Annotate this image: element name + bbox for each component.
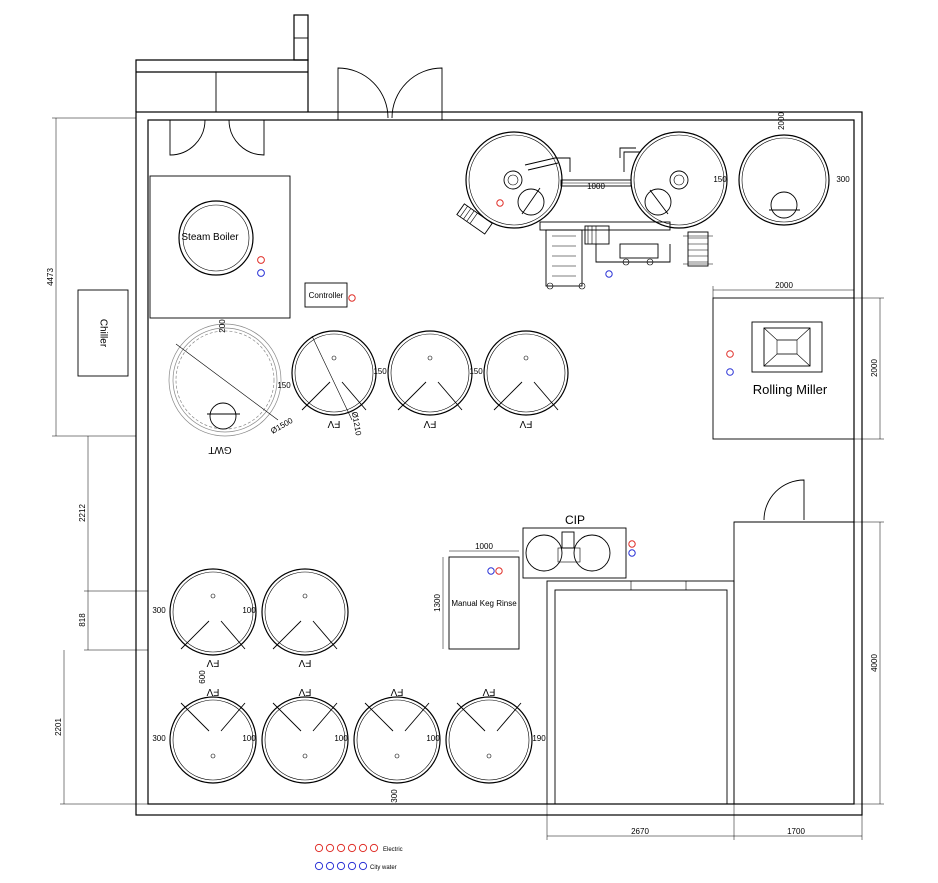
dimension-lines: 4473 2212 818 2201 2000 4000 2000 2670 1… bbox=[46, 117, 884, 840]
keg-width-dim: 1000 bbox=[475, 542, 493, 551]
fv-label: FV bbox=[482, 686, 495, 697]
kettle-top-dim: 2000 bbox=[777, 112, 786, 130]
gwt-tank: 200 Ø1500 GWT bbox=[168, 319, 295, 455]
right-lower-dim: 4000 bbox=[870, 654, 879, 672]
bottom-right-dim: 1700 bbox=[787, 827, 805, 836]
miller-width-dim: 2000 bbox=[775, 281, 793, 290]
electric-dot bbox=[348, 294, 356, 302]
legend-electric-label: Electric bbox=[383, 847, 403, 853]
fv-tank: 150 FV bbox=[373, 330, 473, 429]
brewhouse: 1000 2000 bbox=[456, 112, 850, 290]
fv-label: FV bbox=[519, 418, 532, 429]
electric-dot bbox=[628, 540, 636, 548]
fv-tank: 150 Ø1210 FV bbox=[277, 330, 377, 437]
brewhouse-dim: 1000 bbox=[587, 182, 605, 191]
kettle-side-dim: 300 bbox=[836, 175, 850, 184]
left-mid-dim: 2212 bbox=[78, 504, 87, 522]
fv-label: FV bbox=[206, 686, 219, 697]
cip-label: CIP bbox=[565, 513, 585, 527]
gwt-top-dim: 200 bbox=[218, 319, 227, 333]
electric-dot bbox=[496, 199, 504, 207]
row-spacing-dim: 600 bbox=[198, 670, 207, 684]
left-upper-dim: 4473 bbox=[46, 268, 55, 286]
fv-gap-dim: 150 bbox=[277, 381, 291, 390]
fv-label: FV bbox=[298, 686, 311, 697]
electric-dot bbox=[726, 350, 734, 358]
row-margin-dim: 300 bbox=[152, 734, 166, 743]
bottom-gap-dim: 300 bbox=[390, 789, 399, 803]
keg-height-dim: 1300 bbox=[433, 594, 442, 612]
right-miller-dim: 2000 bbox=[870, 359, 879, 377]
fv-gap-dim: 150 bbox=[373, 367, 387, 376]
fv-tank: 100 FV 300 bbox=[353, 686, 441, 803]
building-walls bbox=[135, 14, 863, 816]
cold-room bbox=[546, 521, 855, 805]
row-gap-dim: 100 bbox=[426, 734, 440, 743]
electric-dot bbox=[495, 567, 503, 575]
steam-boiler: Steam Boiler bbox=[149, 175, 291, 319]
gwt-label: GWT bbox=[208, 444, 231, 455]
gwt-dia-dim: Ø1500 bbox=[269, 416, 295, 436]
legend-water-label: City water bbox=[370, 865, 397, 871]
legend: Electric City water bbox=[314, 843, 403, 871]
fv-dia-dim: Ø1210 bbox=[350, 411, 363, 437]
fv-label: FV bbox=[327, 418, 340, 429]
rolling-miller: Rolling Miller bbox=[712, 297, 855, 440]
left-lower-dim: 2201 bbox=[54, 718, 63, 736]
water-dot bbox=[257, 269, 265, 277]
water-dot bbox=[487, 567, 495, 575]
fv-tank: 150 FV bbox=[469, 330, 569, 429]
legend-electric: Electric bbox=[314, 843, 403, 853]
legend-water: City water bbox=[314, 861, 397, 871]
fv-label: FV bbox=[390, 686, 403, 697]
row-gap-dim: 100 bbox=[334, 734, 348, 743]
fv-row-top: 150 Ø1210 FV 150 FV 150 FV bbox=[277, 330, 569, 437]
fv-tank: 190 FV bbox=[445, 686, 546, 784]
cip-unit: CIP bbox=[522, 513, 636, 579]
brewhouse-gap-dim: 150 bbox=[713, 175, 727, 184]
fv-tank: 300 100 FV bbox=[152, 568, 257, 668]
rolling-miller-label: Rolling Miller bbox=[753, 382, 828, 397]
keg-rinse: 1000 1300 Manual Keg Rinse bbox=[433, 542, 520, 650]
left-small-dim: 818 bbox=[78, 613, 87, 627]
doors bbox=[169, 67, 805, 521]
water-dot bbox=[628, 549, 636, 557]
fv-tank: 300 100 FV bbox=[152, 686, 257, 784]
water-dot bbox=[605, 270, 613, 278]
electric-dot bbox=[257, 256, 265, 264]
keg-rinse-label: Manual Keg Rinse bbox=[451, 599, 517, 608]
fv-row-bottom: 300 100 FV 100 FV 100 FV 300 bbox=[152, 686, 546, 803]
row-margin-dim: 300 bbox=[152, 606, 166, 615]
steam-boiler-label: Steam Boiler bbox=[181, 232, 239, 243]
fv-tank: 100 FV bbox=[261, 686, 349, 784]
fv-label: FV bbox=[298, 657, 311, 668]
fv-row-middle: 300 100 FV FV 600 bbox=[152, 568, 349, 684]
row-gap-dim: 100 bbox=[242, 734, 256, 743]
controller-label: Controller bbox=[309, 291, 344, 300]
chiller: Chiller bbox=[77, 289, 129, 377]
bottom-left-dim: 2670 bbox=[631, 827, 649, 836]
row-gap-dim: 100 bbox=[242, 606, 256, 615]
controller: Controller bbox=[304, 282, 356, 308]
fv-label: FV bbox=[206, 657, 219, 668]
water-dot bbox=[726, 368, 734, 376]
fv-label: FV bbox=[423, 418, 436, 429]
end-gap-dim: 190 bbox=[532, 734, 546, 743]
chiller-label: Chiller bbox=[97, 319, 108, 348]
fv-tank: FV bbox=[261, 568, 349, 668]
fv-gap-dim: 150 bbox=[469, 367, 483, 376]
